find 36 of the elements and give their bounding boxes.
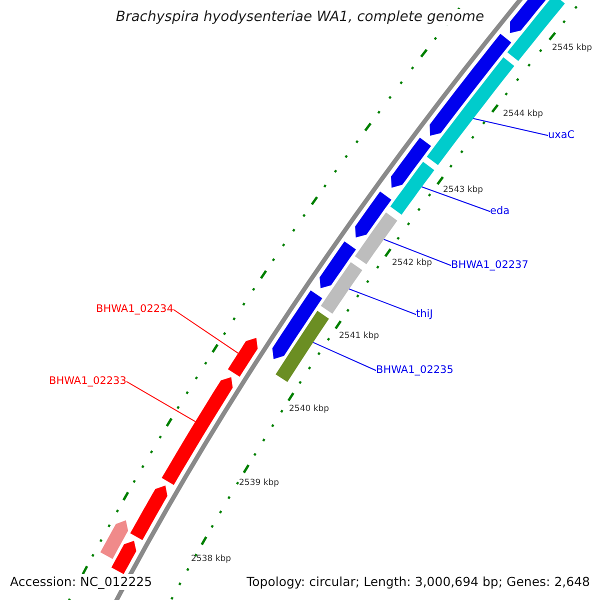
gene-feature	[276, 310, 329, 382]
tick-label: 2542 kbp	[392, 258, 432, 269]
gene-label: BHWA1_02234	[96, 303, 174, 316]
gene-feature	[111, 540, 136, 574]
gene-label: thiJ	[416, 308, 433, 321]
tick-label: 2541 kbp	[339, 331, 380, 342]
tick-label: 2544 kbp	[503, 109, 544, 120]
gene-feature	[320, 241, 356, 288]
tick-label: 2543 kbp	[443, 185, 484, 196]
gene-feature	[355, 192, 392, 238]
gene-feature	[228, 338, 258, 377]
gene-feature	[162, 377, 233, 485]
leader-line	[312, 342, 376, 371]
tick-label: 2540 kbp	[289, 404, 330, 415]
leader-line	[421, 186, 490, 212]
gene-label: uxaC	[548, 129, 575, 142]
gene-feature	[100, 520, 128, 559]
genome-summary: Topology: circular; Length: 3,000,694 bp; Genes: 2,648	[244, 574, 592, 590]
gene-label: eda	[490, 205, 510, 218]
tick-label: 2538 kbp	[191, 554, 232, 565]
gene-label: BHWA1_02235	[376, 364, 454, 377]
gene-feature	[390, 162, 434, 215]
leader-line	[172, 309, 239, 354]
leader-line	[126, 381, 196, 422]
gene-feature	[272, 290, 322, 360]
gene-feature	[320, 262, 362, 314]
tick-label: 2545 kbp	[552, 43, 592, 54]
title: Brachyspira hyodysenteriae WA1, complete genome	[114, 9, 486, 25]
gene-feature	[130, 486, 168, 540]
gene-label: BHWA1_02237	[451, 259, 528, 272]
leader-line	[383, 238, 452, 266]
leader-line	[472, 118, 548, 136]
leader-line	[348, 288, 416, 315]
tick-label: 2539 kbp	[239, 478, 280, 489]
gene-feature	[391, 138, 432, 188]
gene-label: BHWA1_02233	[49, 375, 126, 388]
